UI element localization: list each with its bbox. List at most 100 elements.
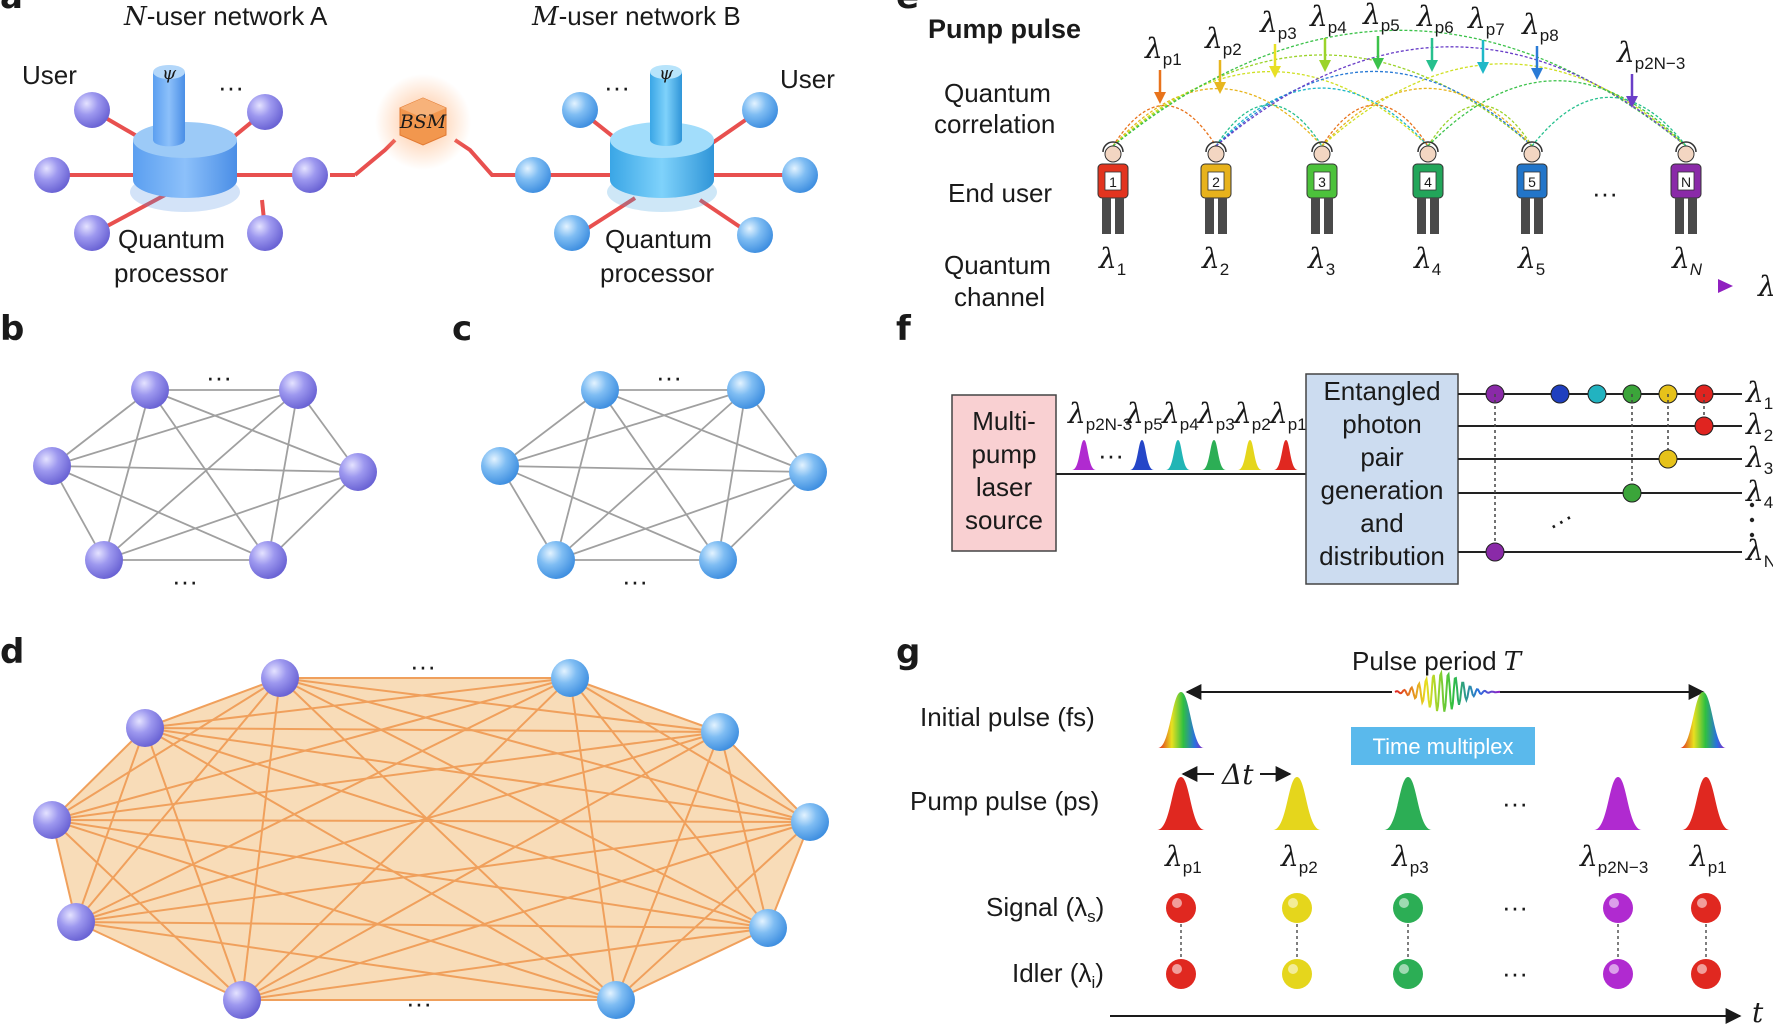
network-node: [33, 447, 71, 485]
idler-photon: [1282, 959, 1312, 989]
network-node: [597, 981, 635, 1019]
photon-dot: [1550, 384, 1570, 404]
channel-label-2: λ2: [1201, 242, 1229, 279]
network-link: [717, 389, 747, 561]
pump-ellipsis: ···: [1502, 788, 1528, 818]
delta-t-bg: [1214, 758, 1260, 786]
network-link: [555, 471, 809, 561]
idler-sub: i: [1091, 973, 1095, 992]
idler-label: Idler (λi): [1012, 958, 1104, 992]
network-b-prefix: M: [531, 2, 560, 32]
photon-dot: [1658, 449, 1678, 469]
user-tag: [1419, 171, 1437, 191]
user-leg: [1324, 198, 1333, 234]
panel-d-network: [33, 659, 829, 1019]
network-link: [499, 465, 719, 561]
correlation-arc: [1427, 104, 1533, 147]
pump-label-p8: λp8: [1521, 8, 1559, 45]
network-node: [85, 541, 123, 579]
initial-pulse-label: Initial pulse (fs): [920, 702, 1095, 732]
network-link: [279, 677, 617, 1001]
pump-pulse-shape: [1130, 440, 1154, 470]
user-leg: [1521, 198, 1530, 234]
channel-label-N-symbol: λ: [1671, 242, 1690, 275]
user-leg: [1102, 198, 1111, 234]
pump-arrowhead: [1626, 96, 1638, 108]
pulse-period-label: Pulse period T: [1352, 646, 1523, 677]
g-pump-label-p2: λp2: [1280, 840, 1318, 877]
correlation-arc: [1112, 54, 1533, 147]
network-node: [791, 803, 829, 841]
pulse-label-p2: λp2: [1233, 397, 1271, 434]
idler-text: Idler (λ: [1012, 958, 1091, 988]
g-pump-label-p1-sub: p1: [1183, 858, 1202, 877]
correlation-arc: [1215, 87, 1429, 147]
photon-highlight: [1399, 898, 1409, 908]
panel-b-network: [33, 371, 377, 579]
pump-pulse-shape: [1166, 440, 1190, 470]
net-b-ellipsis-top: ···: [206, 362, 232, 392]
network-link: [717, 471, 809, 561]
user-leg: [1218, 198, 1227, 234]
network-a-title: N-user network A: [123, 1, 328, 32]
quantum-correlation-line1: Quantum: [944, 78, 1051, 108]
network-link: [144, 677, 571, 729]
vertical-ellipsis-dot: [1749, 532, 1755, 538]
network-link: [51, 465, 359, 473]
user-leg: [1205, 198, 1214, 234]
output-label-3-symbol: λ: [1745, 441, 1764, 474]
generation-line: Entangled: [1323, 376, 1440, 406]
delta-t-label: Δt: [1221, 758, 1254, 791]
panel-g: Pulse period T Initial pulse (fs) Time m…: [910, 646, 1764, 1024]
g-pump-label-p2-sub: p2: [1299, 858, 1318, 877]
idler-photon: [1166, 959, 1196, 989]
pulse-label-p3: λp3: [1197, 397, 1235, 434]
channel-label-1-sub: 1: [1117, 260, 1126, 279]
network-link: [767, 821, 811, 929]
photon-highlight: [1697, 964, 1707, 974]
quantum-channel-line2: channel: [954, 282, 1045, 312]
photon-highlight: [1399, 964, 1409, 974]
network-node: [33, 801, 71, 839]
network-node: [223, 981, 261, 1019]
network-link: [51, 819, 617, 1001]
g-pump-label-p1: λp1: [1164, 840, 1202, 877]
g-pump-label-p3: λp3: [1391, 840, 1429, 877]
network-link: [51, 677, 571, 821]
network-a-prefix: N: [123, 2, 148, 32]
user-leg: [1417, 198, 1426, 234]
user-node: [74, 92, 110, 128]
network-link: [279, 677, 769, 929]
pump-label-p7: λp7: [1467, 2, 1505, 39]
photon-dot: [1587, 384, 1607, 404]
pump-label-p4-symbol: λ: [1309, 0, 1328, 33]
network-node: [131, 371, 169, 409]
pump-label-p3: λp3: [1259, 6, 1297, 43]
network-node: [57, 903, 95, 941]
network-link: [75, 921, 617, 1001]
network-link: [267, 471, 359, 561]
network-link: [599, 389, 809, 473]
network-node: [261, 659, 299, 697]
channel-label-2-symbol: λ: [1201, 242, 1220, 275]
idler-photon: [1603, 959, 1633, 989]
user-leg: [1534, 198, 1543, 234]
network-a-rest: -user network A: [147, 1, 328, 31]
channel-label-3-sub: 3: [1326, 260, 1335, 279]
channel-label-5-sub: 5: [1536, 260, 1545, 279]
pulse-label-p1-sub: p1: [1288, 415, 1307, 434]
output-label-2: λ2: [1745, 408, 1773, 445]
pulse-label-p1: λp1: [1269, 397, 1307, 434]
pump-pulse-ps-label: Pump pulse (ps): [910, 786, 1099, 816]
correlation-arc: [1321, 63, 1687, 147]
source-line: laser: [976, 472, 1033, 502]
network-link: [144, 727, 811, 823]
pump-pulse-title: Pump pulse: [928, 14, 1081, 44]
output-label-4: λ4: [1745, 475, 1773, 512]
network-link: [144, 727, 617, 1001]
channel-label-4-symbol: λ: [1413, 242, 1432, 275]
source-line: Multi-: [972, 406, 1036, 436]
correlation-arc: [1215, 70, 1533, 147]
correlation-arc: [1321, 104, 1429, 147]
